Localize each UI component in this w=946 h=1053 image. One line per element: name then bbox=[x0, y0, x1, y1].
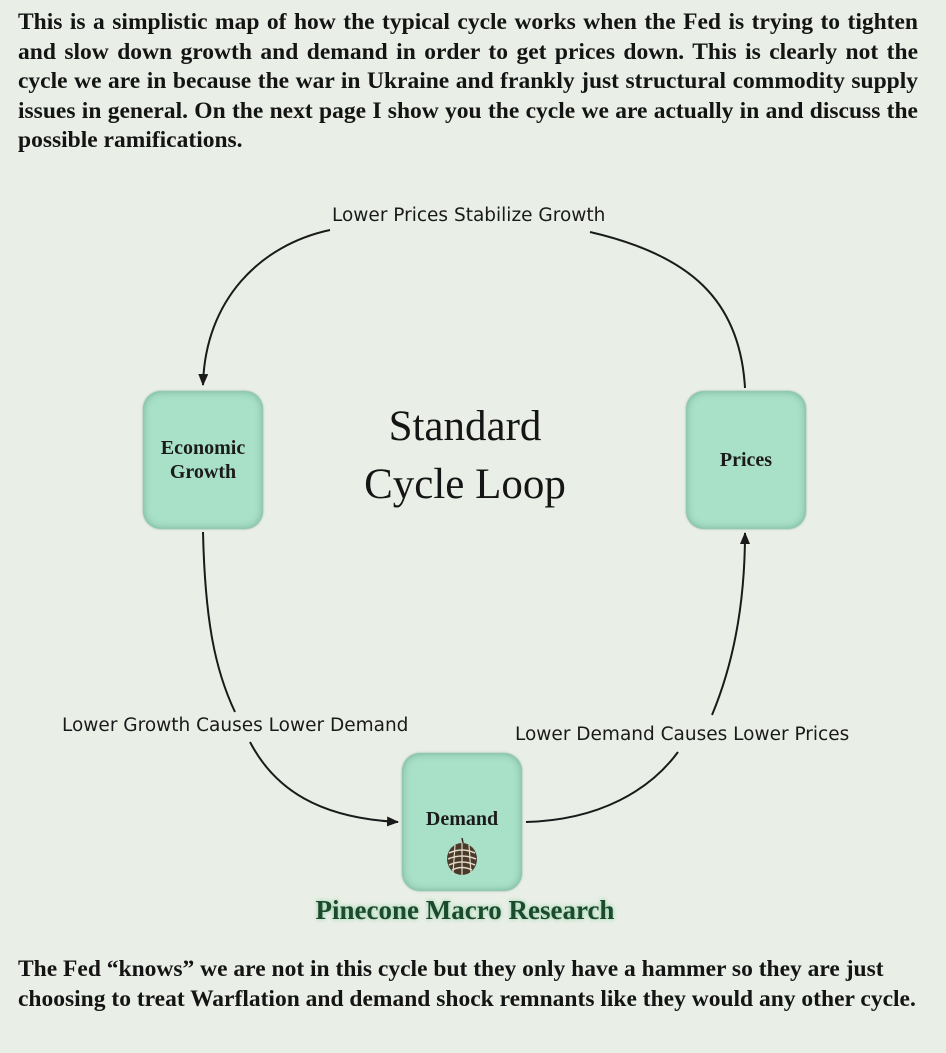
node-economic-growth-line2: Growth bbox=[169, 461, 237, 483]
diagram-title: Standard Cycle Loop bbox=[330, 398, 600, 514]
intro-paragraph: This is a simplistic map of how the typi… bbox=[18, 9, 918, 153]
node-economic-growth: Economic Growth bbox=[143, 391, 263, 529]
arrow-prices-to-growth-head bbox=[198, 229, 331, 386]
edge-label-demand-to-prices: Lower Demand Causes Lower Prices bbox=[515, 724, 850, 745]
pinecone-icon bbox=[447, 837, 477, 875]
arrow-growth-to-demand-head bbox=[249, 741, 399, 827]
arrow-demand-to-prices-head bbox=[711, 532, 750, 716]
brand-logo-text: Pinecone Macro Research bbox=[315, 895, 615, 925]
node-economic-growth-line1: Economic bbox=[160, 437, 246, 459]
node-demand-label: Demand bbox=[425, 808, 499, 830]
node-demand: Demand bbox=[402, 753, 522, 891]
arrow-demand-to-prices bbox=[525, 751, 679, 823]
diagram-title-line2: Cycle Loop bbox=[364, 461, 566, 508]
diagram-title-line1: Standard bbox=[388, 403, 542, 450]
outro-paragraph: The Fed “knows” we are not in this cycle… bbox=[18, 956, 916, 1012]
arrow-growth-to-demand bbox=[202, 531, 236, 713]
node-prices: Prices bbox=[686, 391, 806, 529]
edge-label-prices-to-growth: Lower Prices Stabilize Growth bbox=[332, 205, 606, 226]
node-prices-label: Prices bbox=[719, 449, 773, 471]
edge-label-growth-to-demand: Lower Growth Causes Lower Demand bbox=[62, 715, 409, 736]
arrow-prices-to-growth bbox=[589, 231, 746, 389]
